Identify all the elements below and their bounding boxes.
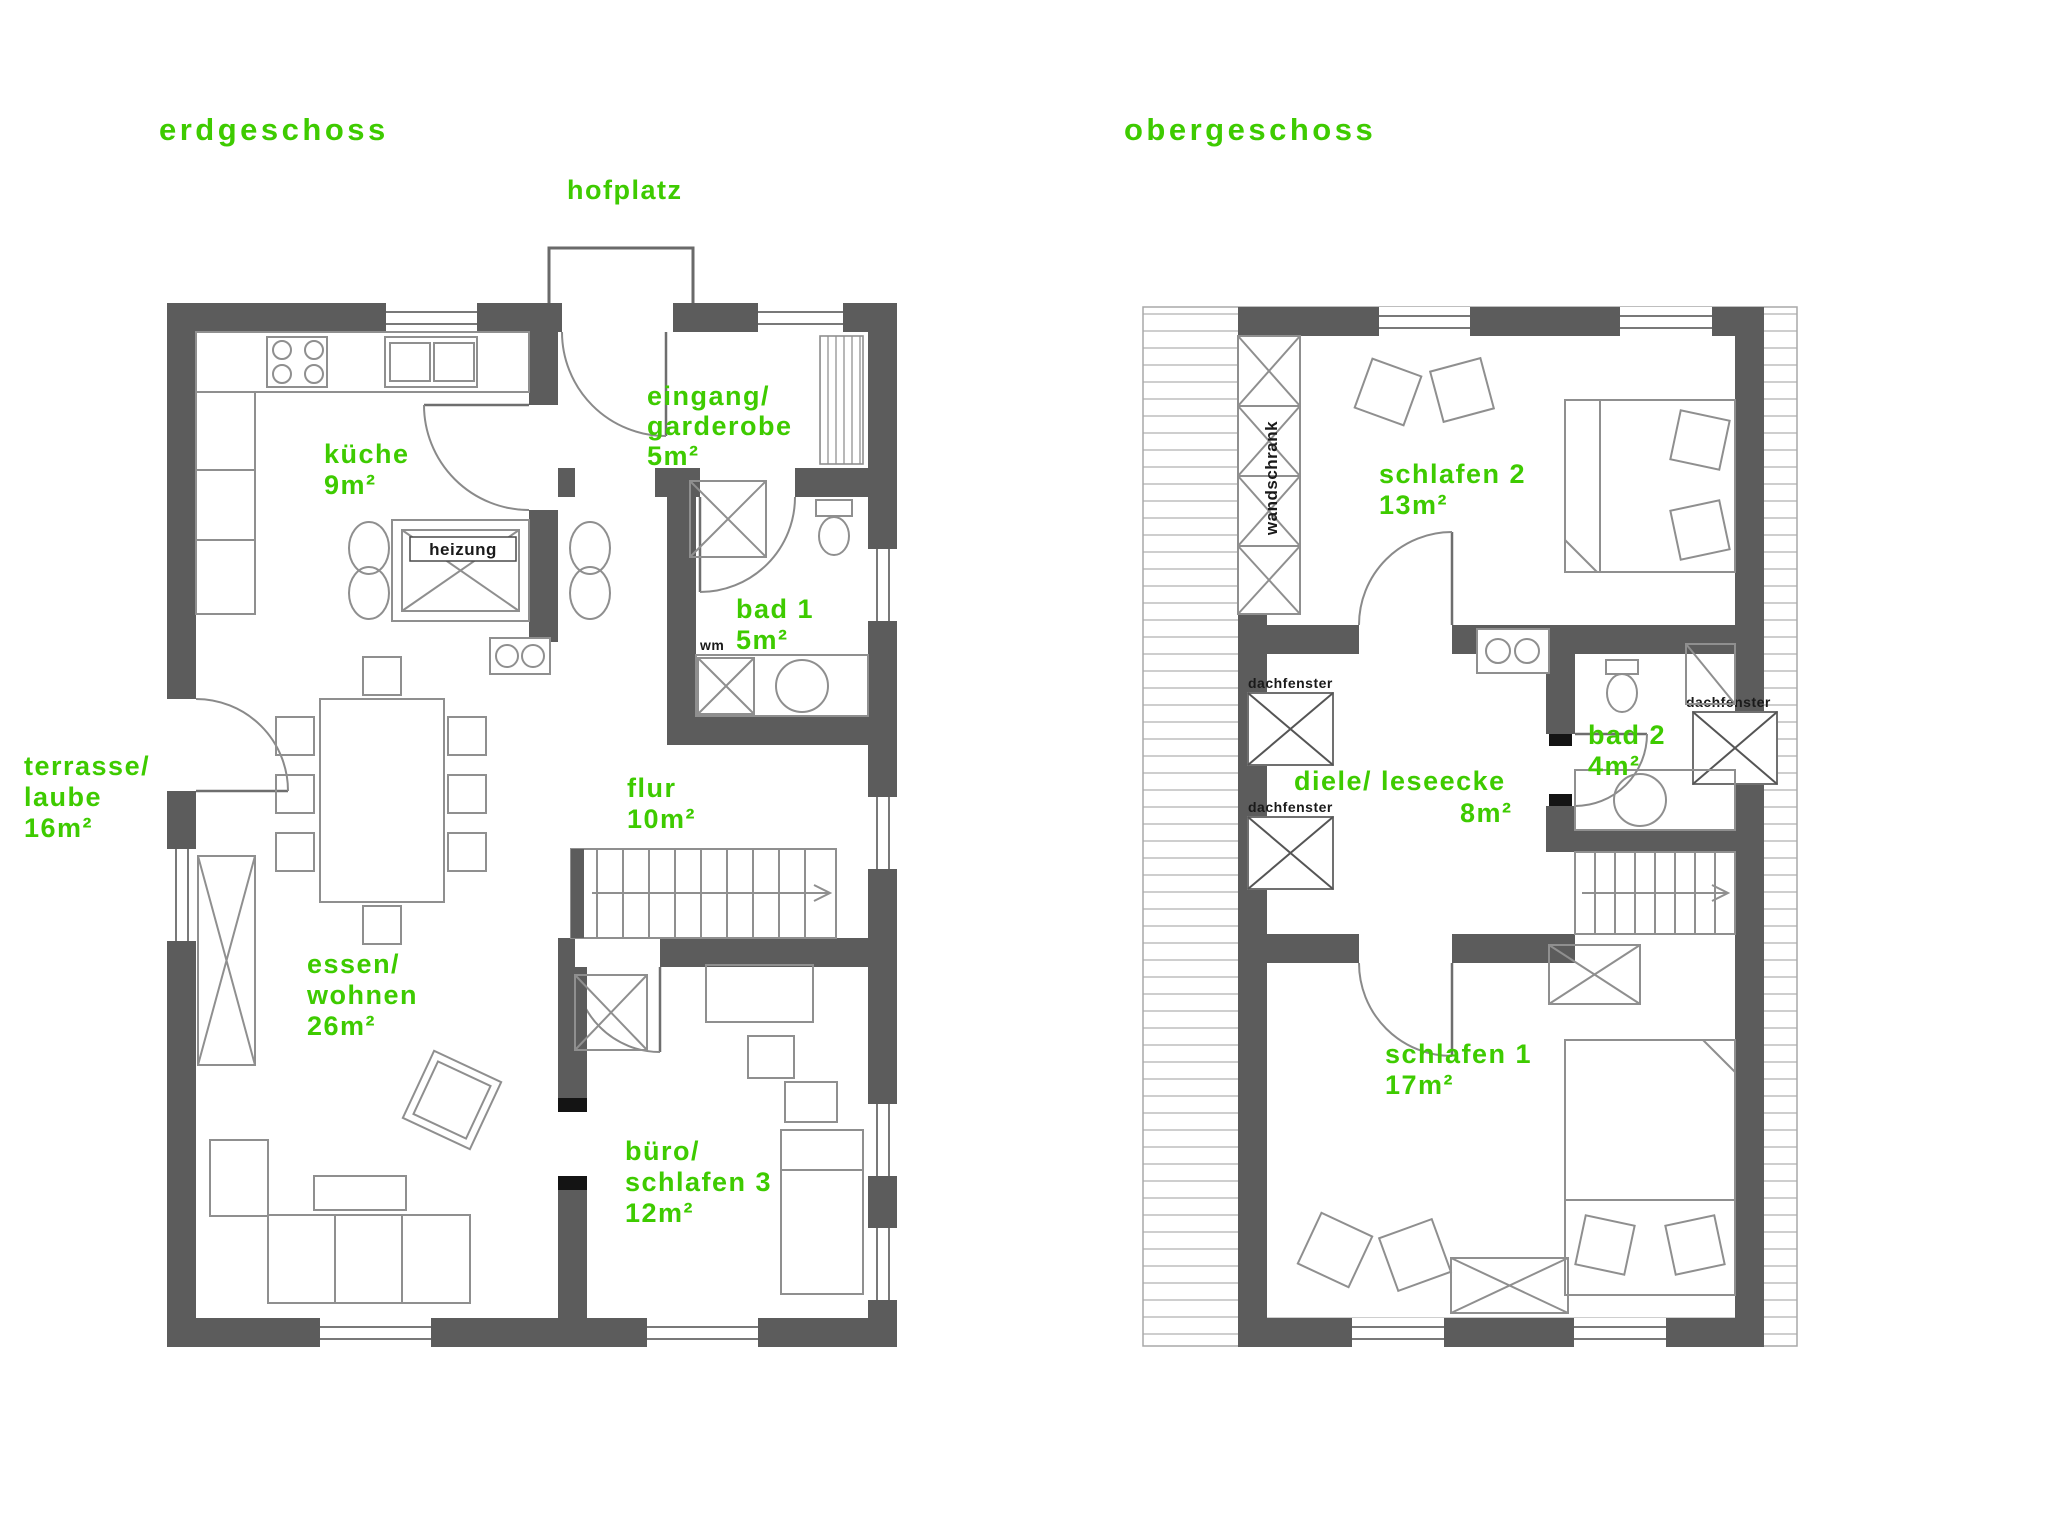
stove-icon: [266, 336, 328, 388]
double-bed-icon: [1564, 399, 1736, 573]
skylights: dachfenster dachfenster dachfenster: [1247, 675, 1778, 890]
washing-machine-icon: [697, 657, 755, 715]
bedroom1-furniture: [1296, 944, 1736, 1314]
room-label-essen-2: wohnen: [306, 980, 418, 1010]
room-area-bad1: 5m²: [736, 625, 789, 655]
toilet-icon: [1605, 659, 1639, 713]
room-label-eingang: eingang/: [647, 381, 770, 411]
skylight-label-2: dachfenster: [1248, 799, 1333, 815]
room-label-flur: flur: [627, 773, 677, 803]
room-area-eingang: 5m²: [647, 441, 700, 471]
room-label-terrasse-2: laube: [24, 782, 102, 812]
stairs-ground: [570, 848, 837, 939]
room-area-bad2: 4m²: [1588, 751, 1641, 781]
armchair-icon: [209, 1139, 269, 1217]
sofa-icon: [267, 1214, 471, 1304]
twin-basin-icon: [1476, 628, 1550, 674]
upper-interior-walls: [1267, 531, 1764, 1057]
porch-outline: [547, 246, 695, 307]
bathroom1-fittings: wm: [689, 480, 869, 717]
washbasin-icon: [1613, 773, 1667, 827]
room-label-essen: essen/: [307, 949, 400, 979]
upper-floor-title: obergeschoss: [1124, 112, 1376, 147]
coffee-table-icon: [313, 1175, 407, 1211]
ground-floor-title: erdgeschoss: [159, 112, 389, 147]
hatch-box-icon: [1548, 944, 1641, 1005]
porch-label: hofplatz: [567, 175, 682, 205]
room-area-schlafen1: 17m²: [1385, 1070, 1454, 1100]
ground-interior-walls: [423, 332, 897, 1347]
skylight-icon: dachfenster: [1247, 799, 1334, 890]
room-area-terrasse: 16m²: [24, 813, 93, 843]
heater-unit: heizung: [348, 519, 611, 622]
desk-icon: [705, 964, 814, 1023]
double-bed-icon: [1564, 1039, 1736, 1296]
room-area-flur: 10m²: [627, 804, 696, 834]
kitchen-counter: [195, 331, 530, 615]
room-label-buero-2: schlafen 3: [625, 1167, 772, 1197]
bedroom2-furniture: [1353, 356, 1736, 573]
bed-single-icon: [780, 1129, 864, 1295]
room-label-diele: diele/ leseecke: [1294, 766, 1506, 796]
room-label-schlafen2: schlafen 2: [1379, 459, 1526, 489]
entrance-wardrobe: [819, 335, 864, 465]
wardrobe-label: wandschrank: [1262, 421, 1281, 536]
heater-label: heizung: [429, 540, 497, 559]
skylight-icon: dachfenster: [1686, 694, 1778, 785]
upper-floor-interior: [1267, 336, 1735, 1317]
chair-icon: [1353, 357, 1423, 427]
room-area-essen: 26m²: [307, 1011, 376, 1041]
office-furniture: [574, 964, 864, 1295]
chest-icon: [1450, 1257, 1569, 1314]
washbasin-icon: [775, 659, 829, 713]
room-label-schlafen1: schlafen 1: [1385, 1039, 1532, 1069]
skylight-icon: dachfenster: [1247, 675, 1334, 766]
wardrobe-icon: [574, 974, 648, 1051]
stairs-upper: [1574, 851, 1736, 935]
room-label-terrasse: terrasse/: [24, 751, 150, 781]
upper-floor-plan: wandschrank dachfenster dachfenster dach…: [1142, 306, 1798, 1347]
lounge-chair-icon: [401, 1049, 503, 1151]
washing-machine-label: wm: [699, 637, 724, 653]
room-area-kueche: 9m²: [324, 470, 377, 500]
ground-openings: [167, 303, 897, 1347]
ground-room-labels: küche 9m² eingang/ garderobe 5m² bad 1 5…: [24, 381, 814, 1228]
upper-openings: [1352, 307, 1712, 1347]
hall-fixture: [489, 637, 551, 675]
toilet-icon: [815, 499, 853, 556]
built-in-wardrobe: wandschrank: [1237, 335, 1301, 615]
room-label-buero: büro/: [625, 1136, 700, 1166]
room-area-diele: 8m²: [1460, 798, 1513, 828]
desk-chair-icon: [747, 1035, 795, 1079]
chair-icon: [1428, 356, 1496, 424]
room-area-buero: 12m²: [625, 1198, 694, 1228]
room-label-bad2: bad 2: [1588, 720, 1666, 750]
bathroom2-fittings: [1476, 628, 1736, 831]
dining-table: [275, 656, 487, 945]
room-label-bad1: bad 1: [736, 594, 814, 624]
room-area-schlafen2: 13m²: [1379, 490, 1448, 520]
skylight-label-1: dachfenster: [1248, 675, 1333, 691]
bath-shelf-icon: [1685, 643, 1736, 705]
ground-outer-walls: [167, 303, 897, 1347]
sink-icon: [384, 336, 478, 388]
upper-room-labels: schlafen 2 13m² bad 2 4m² diele/ leseeck…: [1294, 459, 1666, 1100]
skylight-label-3: dachfenster: [1686, 694, 1771, 710]
ground-floor-plan: hofplatz: [24, 175, 897, 1347]
chair-icon: [1377, 1217, 1453, 1293]
shelf-icon: [197, 855, 256, 1066]
room-label-kueche: küche: [324, 439, 410, 469]
chair-icon: [1296, 1211, 1374, 1289]
room-label-eingang-2: garderobe: [647, 411, 793, 441]
nightstand-icon: [784, 1081, 838, 1123]
living-room-furniture: [197, 855, 503, 1304]
shower-icon: [689, 480, 767, 558]
